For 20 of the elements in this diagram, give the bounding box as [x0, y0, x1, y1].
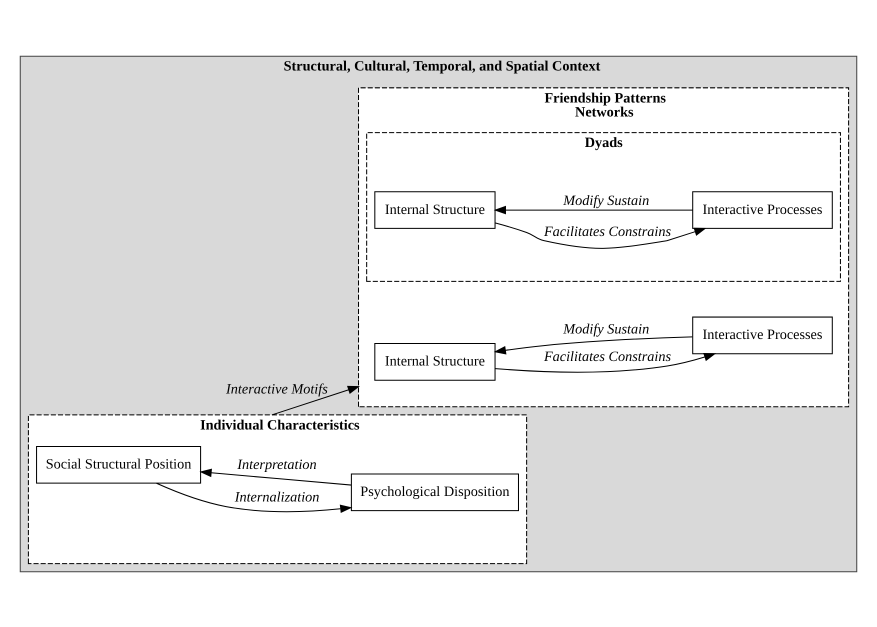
arrow [272, 385, 360, 415]
arrow [494, 336, 692, 354]
node-box: Social Structural Position [36, 445, 202, 484]
node-box: Internal Structure [374, 342, 496, 380]
arrow [199, 468, 352, 486]
arrow [495, 352, 716, 372]
arrow [495, 222, 707, 248]
edge-label: Modify Sustain [563, 192, 650, 209]
node-box: Interactive Processes [692, 190, 833, 228]
edge-label: Internalization [234, 489, 320, 506]
edge-label: Interactive Motifs [226, 381, 328, 398]
node-box: Internal Structure [374, 190, 496, 228]
edge-label: Facilitates Constrains [544, 348, 672, 365]
edge-label: Facilitates Constrains [544, 223, 672, 240]
node-box: Interactive Processes [692, 316, 833, 354]
arrow [494, 205, 693, 214]
edge-label: Modify Sustain [563, 321, 650, 338]
arrow [156, 482, 352, 513]
edge-label: Interpretation [237, 456, 317, 473]
node-box: Psychological Disposition [350, 472, 519, 511]
